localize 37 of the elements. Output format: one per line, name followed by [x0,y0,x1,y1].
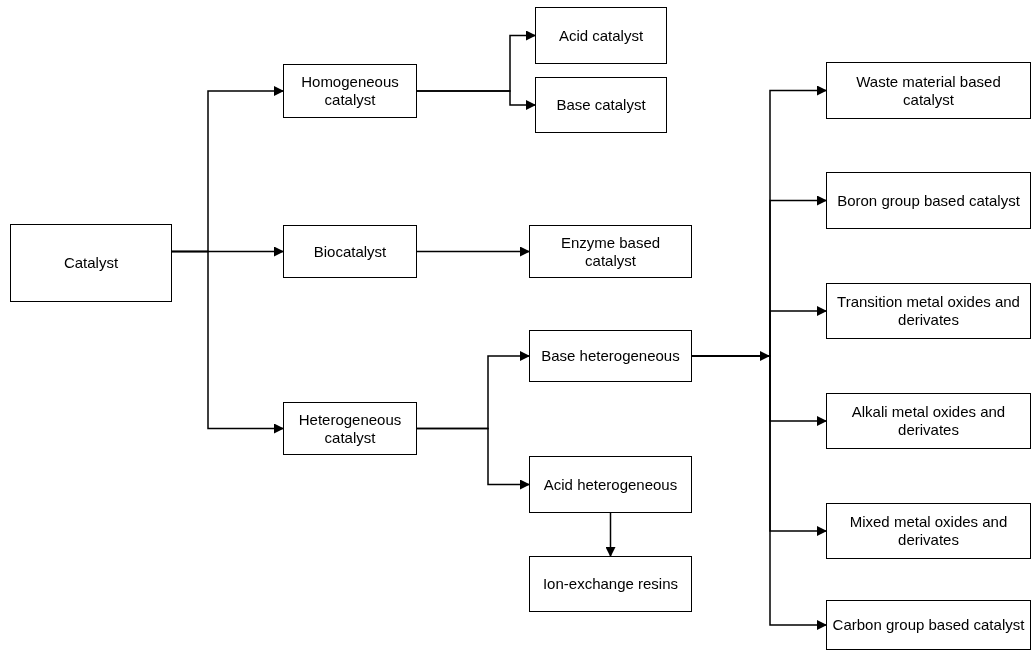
box-label: Homogeneous catalyst [300,73,400,109]
arrow [416,427,530,490]
box-label: Base catalyst [556,96,646,114]
box-label: Waste material based catalyst [855,72,1002,109]
arrow [416,90,536,110]
category-box [826,393,1031,449]
category-box [283,402,417,455]
box-label: Catalyst [63,254,119,272]
arrow [605,512,616,557]
category-box [826,503,1031,559]
box-label: Carbon group based catalyst [832,616,1025,634]
category-box [826,283,1031,339]
box-label: Alkali metal oxides and derivates [850,403,1007,439]
category-box [529,330,692,382]
arrow [171,250,284,434]
box-label: Enzyme based catalyst [559,233,662,270]
category-box [535,7,667,64]
box-label: Transition metal oxides and derivates [836,293,1021,329]
box-label: Mixed metal oxides and derivates [848,513,1009,549]
category-box [10,224,172,302]
category-box [535,77,667,133]
category-box [529,556,692,612]
category-box [826,62,1031,119]
box-label: Boron group based catalyst [837,191,1020,210]
category-box [529,225,692,278]
category-box [826,172,1031,229]
box-label: Ion-exchange resins [542,575,679,593]
box-label: Acid catalyst [558,26,644,45]
box-label: Heterogeneous catalyst [297,410,403,447]
box-label: Base heterogeneous [541,347,680,365]
category-box [283,225,417,278]
category-box [826,600,1031,650]
box-label: Biocatalyst [313,242,387,261]
box-label: Acid heterogeneous [543,475,678,494]
arrow [416,246,530,257]
category-box [529,456,692,513]
category-box [283,64,417,118]
